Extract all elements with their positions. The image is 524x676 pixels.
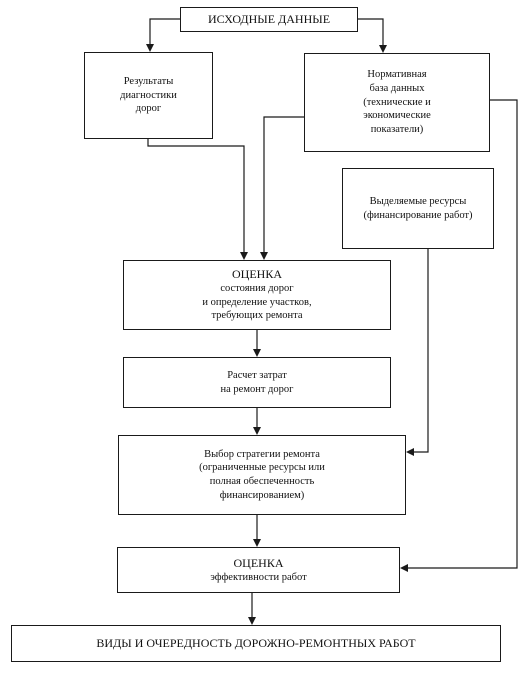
arrowhead [253, 427, 261, 435]
edge-source-normative [358, 18, 384, 47]
node-resources-line: (финансирование работ) [363, 209, 473, 221]
arrowhead [146, 44, 154, 52]
node-normative: Нормативная база данных (технические и э… [304, 53, 490, 152]
node-strategy: Выбор стратегии ремонта (ограниченные ре… [118, 435, 406, 515]
node-assessment-line: ОЦЕНКА [232, 267, 282, 282]
edge-diagnostics-assessment [147, 139, 245, 254]
arrowhead [240, 252, 248, 260]
node-strategy-line: Выбор стратегии ремонта [204, 448, 320, 460]
node-efficiency: ОЦЕНКА эффективности работ [117, 547, 400, 593]
arrowhead [248, 617, 256, 625]
node-strategy-line: (ограниченные ресурсы или [199, 462, 325, 474]
edge-source-diagnostics [149, 18, 180, 46]
node-diagnostics-line: дорог [135, 103, 162, 115]
node-diagnostics: Результаты диагностики дорог [84, 52, 213, 139]
arrowhead [379, 45, 387, 53]
node-efficiency-line: эффективности работ [210, 571, 307, 583]
node-assessment-line: состояния дорог [220, 283, 294, 295]
node-normative-line: Нормативная [367, 69, 427, 81]
node-assessment: ОЦЕНКА состояния дорог и определение уча… [123, 260, 391, 330]
node-source: ИСХОДНЫЕ ДАННЫЕ [180, 7, 358, 32]
arrowhead [260, 252, 268, 260]
arrowhead [253, 539, 261, 547]
node-assessment-line: и определение участков, [202, 296, 312, 308]
arrowhead [406, 448, 414, 456]
node-cost-line: Расчет затрат [227, 369, 287, 381]
node-source-line: ИСХОДНЫЕ ДАННЫЕ [207, 12, 331, 26]
node-normative-line: (технические и [363, 96, 431, 108]
node-efficiency-line: ОЦЕНКА [233, 555, 284, 570]
edge-normative-efficiency [406, 99, 518, 569]
node-resources: Выделяемые ресурсы (финансирование работ… [342, 168, 494, 249]
edge-resources-strategy [412, 249, 429, 453]
node-result: ВИДЫ И ОЧЕРЕДНОСТЬ ДОРОЖНО-РЕМОНТНЫХ РАБ… [11, 625, 501, 662]
node-diagnostics-line: диагностики [120, 89, 177, 101]
node-normative-line: экономические [363, 110, 431, 122]
node-cost-line: на ремонт дорог [220, 383, 294, 395]
node-normative-line: показатели) [370, 123, 424, 135]
arrowhead [253, 349, 261, 357]
node-resources-line: Выделяемые ресурсы [369, 195, 467, 207]
node-diagnostics-line: Результаты [123, 76, 174, 88]
node-result-line: ВИДЫ И ОЧЕРЕДНОСТЬ ДОРОЖНО-РЕМОНТНЫХ РАБ… [96, 636, 416, 650]
arrowhead [400, 564, 408, 572]
node-normative-line: база данных [369, 83, 425, 95]
node-strategy-line: полная обеспеченность [209, 476, 315, 487]
node-cost: Расчет затрат на ремонт дорог [123, 357, 391, 408]
edge-normative-assessment [263, 116, 304, 254]
node-assessment-line: требующих ремонта [211, 310, 303, 322]
node-strategy-line: финансированием) [219, 489, 305, 501]
